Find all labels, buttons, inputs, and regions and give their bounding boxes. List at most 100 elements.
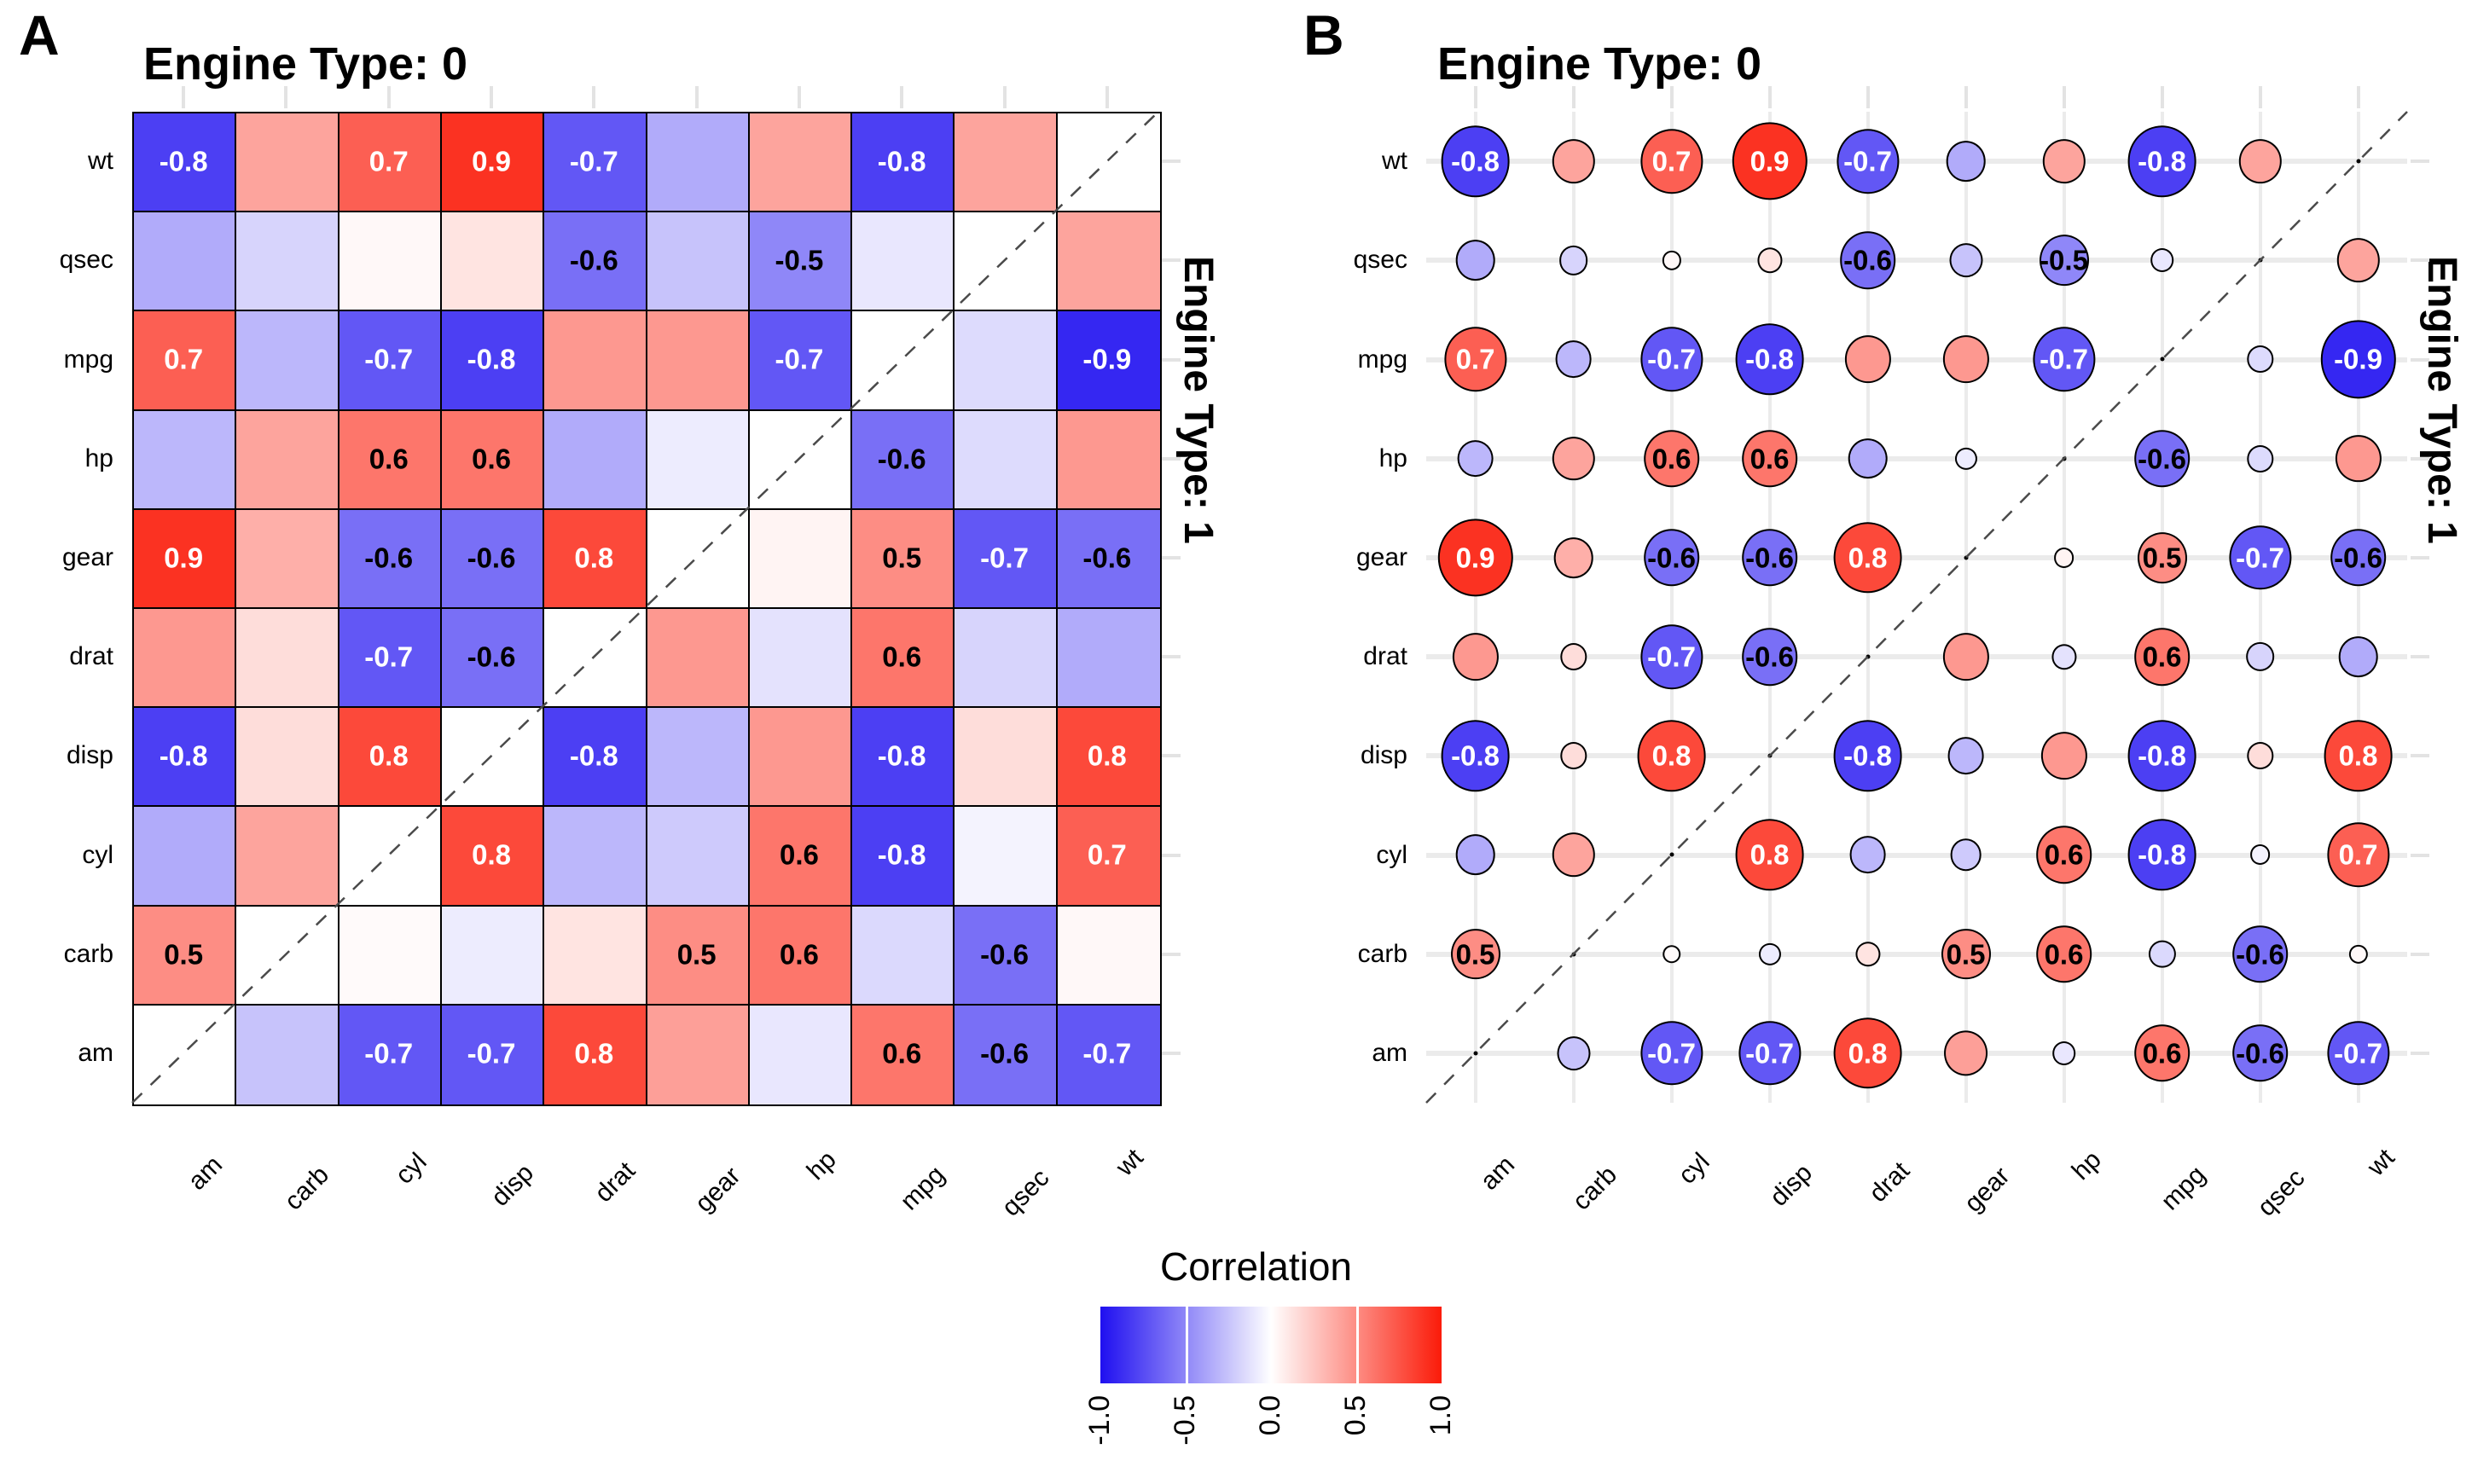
matrix-cell[interactable]: -0.5 bbox=[747, 211, 855, 314]
matrix-cell[interactable]: -0.6 bbox=[850, 409, 957, 512]
matrix-cell[interactable] bbox=[2211, 409, 2309, 508]
matrix-cell[interactable] bbox=[1426, 805, 1524, 904]
matrix-cell[interactable]: -0.6 bbox=[1721, 508, 1819, 607]
matrix-cell[interactable] bbox=[1524, 706, 1622, 805]
matrix-cell[interactable] bbox=[2309, 211, 2407, 310]
matrix-cell[interactable] bbox=[543, 805, 649, 908]
matrix-cell[interactable]: 0.6 bbox=[2113, 1004, 2211, 1103]
matrix-cell[interactable]: -0.8 bbox=[543, 706, 649, 809]
matrix-cell[interactable] bbox=[1917, 1004, 2015, 1103]
matrix-cell[interactable]: 0.7 bbox=[2309, 805, 2407, 904]
matrix-cell[interactable] bbox=[235, 310, 341, 413]
matrix-cell[interactable]: 0.6 bbox=[2113, 607, 2211, 706]
matrix-cell[interactable]: 0.8 bbox=[2309, 706, 2407, 805]
matrix-cell[interactable] bbox=[1819, 310, 1917, 409]
matrix-cell[interactable] bbox=[1917, 706, 2015, 805]
matrix-cell[interactable] bbox=[1819, 905, 1917, 1004]
matrix-cell[interactable] bbox=[953, 706, 1059, 809]
matrix-cell[interactable]: 0.8 bbox=[543, 507, 649, 611]
matrix-cell[interactable] bbox=[132, 1003, 239, 1106]
matrix-cell[interactable]: -0.6 bbox=[439, 607, 547, 710]
matrix-cell[interactable] bbox=[747, 112, 855, 215]
matrix-cell[interactable]: 0.8 bbox=[1721, 805, 1819, 904]
matrix-cell[interactable] bbox=[2309, 905, 2407, 1004]
matrix-cell[interactable] bbox=[2113, 310, 2211, 409]
matrix-cell[interactable] bbox=[645, 1003, 751, 1106]
matrix-cell[interactable]: -0.8 bbox=[850, 805, 957, 908]
matrix-cell[interactable]: -0.8 bbox=[850, 112, 957, 215]
matrix-cell[interactable]: -0.7 bbox=[439, 1003, 547, 1106]
matrix-cell[interactable] bbox=[2113, 211, 2211, 310]
matrix-cell[interactable]: 0.5 bbox=[645, 904, 751, 1007]
matrix-cell[interactable]: -0.6 bbox=[337, 507, 444, 611]
matrix-cell[interactable] bbox=[337, 211, 444, 314]
matrix-cell[interactable] bbox=[747, 607, 855, 710]
matrix-cell[interactable]: 0.6 bbox=[747, 805, 855, 908]
matrix-cell[interactable] bbox=[953, 310, 1059, 413]
matrix-cell[interactable] bbox=[645, 507, 751, 611]
matrix-cell[interactable] bbox=[1622, 905, 1721, 1004]
matrix-cell[interactable] bbox=[953, 112, 1059, 215]
matrix-cell[interactable]: 0.9 bbox=[132, 507, 239, 611]
matrix-cell[interactable]: 0.6 bbox=[1721, 409, 1819, 508]
matrix-cell[interactable] bbox=[1917, 211, 2015, 310]
matrix-cell[interactable]: 0.6 bbox=[850, 1003, 957, 1106]
matrix-cell[interactable]: 0.6 bbox=[747, 904, 855, 1007]
matrix-cell[interactable]: 0.6 bbox=[337, 409, 444, 512]
matrix-cell[interactable] bbox=[2113, 905, 2211, 1004]
matrix-cell[interactable] bbox=[1917, 607, 2015, 706]
matrix-cell[interactable] bbox=[747, 1003, 855, 1106]
matrix-cell[interactable] bbox=[235, 805, 341, 908]
matrix-cell[interactable] bbox=[1055, 904, 1162, 1007]
matrix-cell[interactable] bbox=[1426, 211, 1524, 310]
matrix-cell[interactable]: -0.8 bbox=[439, 310, 547, 413]
matrix-cell[interactable] bbox=[235, 112, 341, 215]
matrix-cell[interactable] bbox=[235, 1003, 341, 1106]
matrix-cell[interactable]: 0.6 bbox=[850, 607, 957, 710]
matrix-cell[interactable]: -0.7 bbox=[1622, 1004, 1721, 1103]
matrix-cell[interactable]: -0.6 bbox=[2309, 508, 2407, 607]
matrix-cell[interactable] bbox=[2211, 805, 2309, 904]
matrix-cell[interactable] bbox=[645, 805, 751, 908]
matrix-cell[interactable]: 0.5 bbox=[2113, 508, 2211, 607]
matrix-cell[interactable]: -0.6 bbox=[2211, 1004, 2309, 1103]
matrix-cell[interactable]: -0.8 bbox=[850, 706, 957, 809]
matrix-cell[interactable]: 0.9 bbox=[439, 112, 547, 215]
matrix-cell[interactable]: 0.7 bbox=[1055, 805, 1162, 908]
matrix-cell[interactable]: -0.7 bbox=[2309, 1004, 2407, 1103]
matrix-cell[interactable] bbox=[235, 507, 341, 611]
matrix-cell[interactable] bbox=[132, 409, 239, 512]
matrix-cell[interactable] bbox=[645, 211, 751, 314]
matrix-cell[interactable]: -0.8 bbox=[132, 112, 239, 215]
matrix-cell[interactable]: -0.6 bbox=[953, 904, 1059, 1007]
matrix-cell[interactable] bbox=[953, 607, 1059, 710]
matrix-cell[interactable] bbox=[953, 211, 1059, 314]
matrix-cell[interactable] bbox=[1819, 409, 1917, 508]
matrix-cell[interactable] bbox=[645, 112, 751, 215]
matrix-cell[interactable] bbox=[2211, 607, 2309, 706]
matrix-cell[interactable]: -0.7 bbox=[1721, 1004, 1819, 1103]
matrix-cell[interactable] bbox=[235, 904, 341, 1007]
matrix-cell[interactable]: 0.7 bbox=[132, 310, 239, 413]
matrix-cell[interactable]: -0.8 bbox=[2113, 706, 2211, 805]
matrix-cell[interactable]: 0.6 bbox=[439, 409, 547, 512]
matrix-cell[interactable]: -0.7 bbox=[1055, 1003, 1162, 1106]
matrix-cell[interactable] bbox=[953, 409, 1059, 512]
matrix-cell[interactable]: 0.6 bbox=[2015, 905, 2113, 1004]
matrix-cell[interactable] bbox=[1055, 607, 1162, 710]
matrix-cell[interactable]: 0.8 bbox=[1819, 1004, 1917, 1103]
matrix-cell[interactable] bbox=[1524, 310, 1622, 409]
matrix-cell[interactable]: -0.7 bbox=[337, 310, 444, 413]
matrix-cell[interactable] bbox=[850, 211, 957, 314]
matrix-cell[interactable] bbox=[2015, 607, 2113, 706]
matrix-cell[interactable] bbox=[132, 607, 239, 710]
matrix-cell[interactable]: -0.7 bbox=[2015, 310, 2113, 409]
matrix-cell[interactable]: 0.5 bbox=[132, 904, 239, 1007]
matrix-cell[interactable] bbox=[543, 607, 649, 710]
matrix-cell[interactable] bbox=[1524, 409, 1622, 508]
matrix-cell[interactable]: 0.8 bbox=[1819, 508, 1917, 607]
matrix-cell[interactable] bbox=[2015, 1004, 2113, 1103]
matrix-cell[interactable]: -0.6 bbox=[543, 211, 649, 314]
matrix-cell[interactable]: 0.7 bbox=[337, 112, 444, 215]
matrix-cell[interactable] bbox=[1622, 805, 1721, 904]
